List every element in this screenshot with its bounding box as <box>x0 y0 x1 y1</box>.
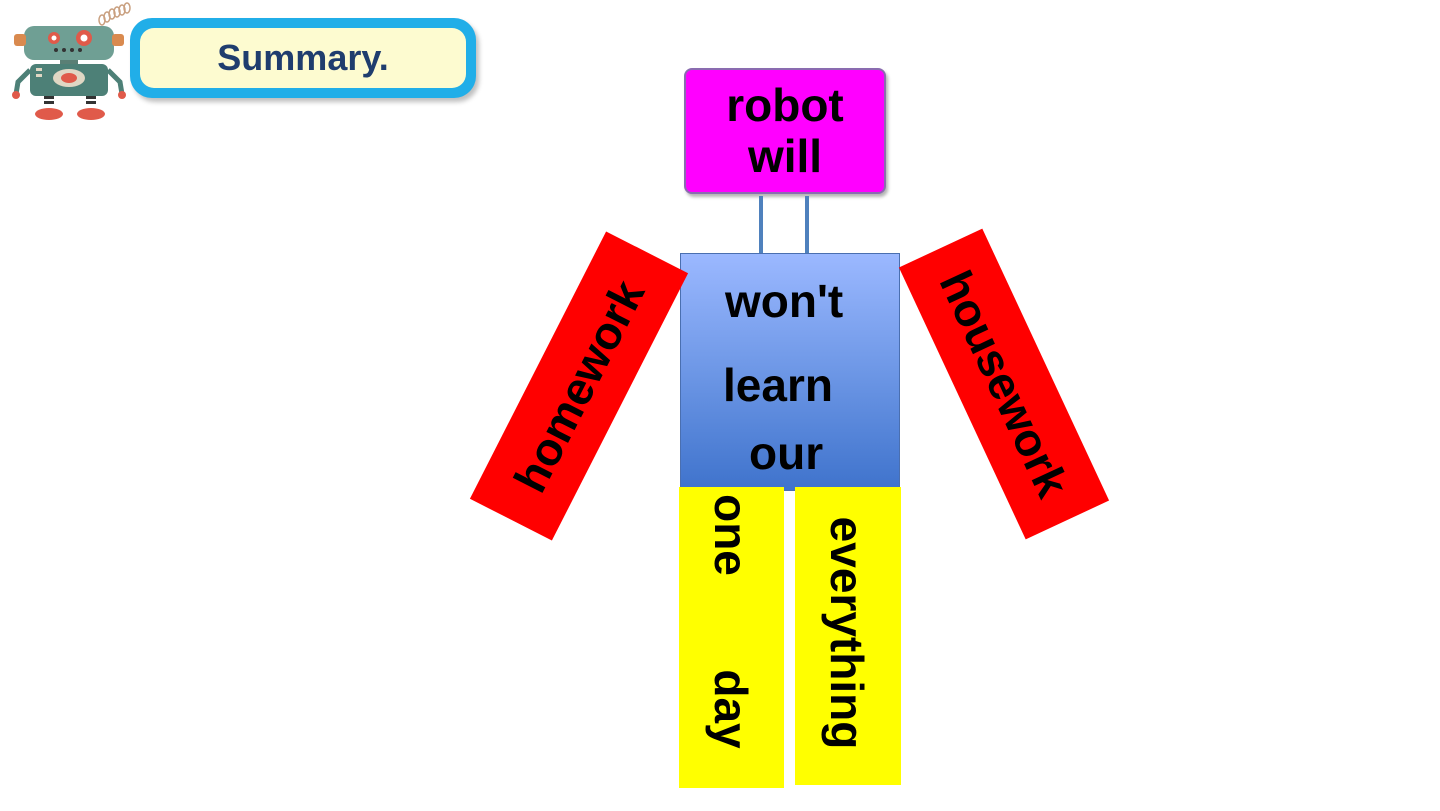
robot-body-box: won't learn our <box>680 253 900 491</box>
title-banner: Summary. <box>130 18 476 98</box>
body-word-wont: won't <box>725 275 844 327</box>
head-word-robot: robot <box>726 79 844 132</box>
leg-word-everything: everything <box>821 516 873 750</box>
head-word-will: will <box>747 130 823 182</box>
robot-neck-right <box>805 196 809 254</box>
robot-mascot-icon <box>12 2 131 120</box>
body-word-learn: learn <box>723 359 833 411</box>
robot-right-leg: everything <box>795 487 901 785</box>
leg-word-one: one <box>705 494 757 576</box>
title-banner-inner: Summary. <box>140 28 466 88</box>
arm-word-housework: housework <box>929 262 1079 506</box>
robot-left-leg: one day <box>679 487 784 788</box>
robot-head-box: robot will <box>684 68 886 194</box>
body-word-our: our <box>749 427 824 479</box>
page-title: Summary. <box>217 37 389 78</box>
robot-neck-left <box>759 196 763 254</box>
arm-word-homework: homework <box>503 271 655 501</box>
robot-left-arm: homework <box>469 231 689 541</box>
leg-word-day: day <box>705 669 757 749</box>
robot-right-arm: housework <box>898 228 1110 540</box>
